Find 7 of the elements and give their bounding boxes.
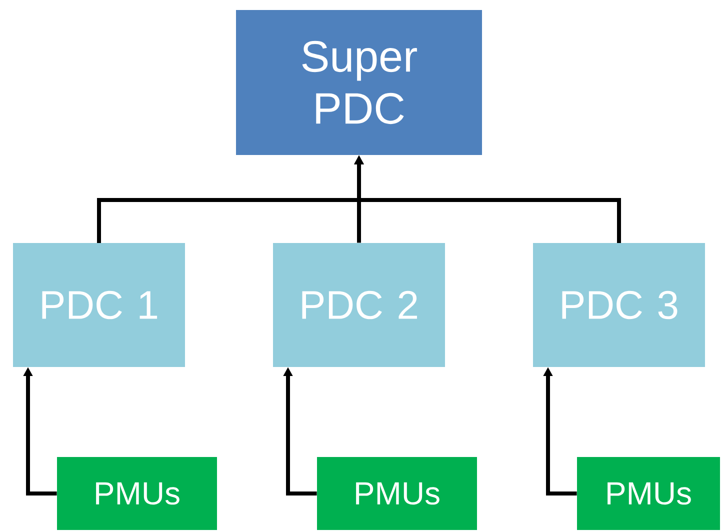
pmu-box: PMUs <box>317 457 477 530</box>
pdc-box: PDC 1 <box>13 243 185 367</box>
top-box: Super PDC <box>236 10 482 155</box>
pmu-box: PMUs <box>577 457 720 530</box>
pdc-box: PDC 2 <box>273 243 445 367</box>
pdc-box: PDC 3 <box>533 243 705 367</box>
pmu-box: PMUs <box>57 457 217 530</box>
